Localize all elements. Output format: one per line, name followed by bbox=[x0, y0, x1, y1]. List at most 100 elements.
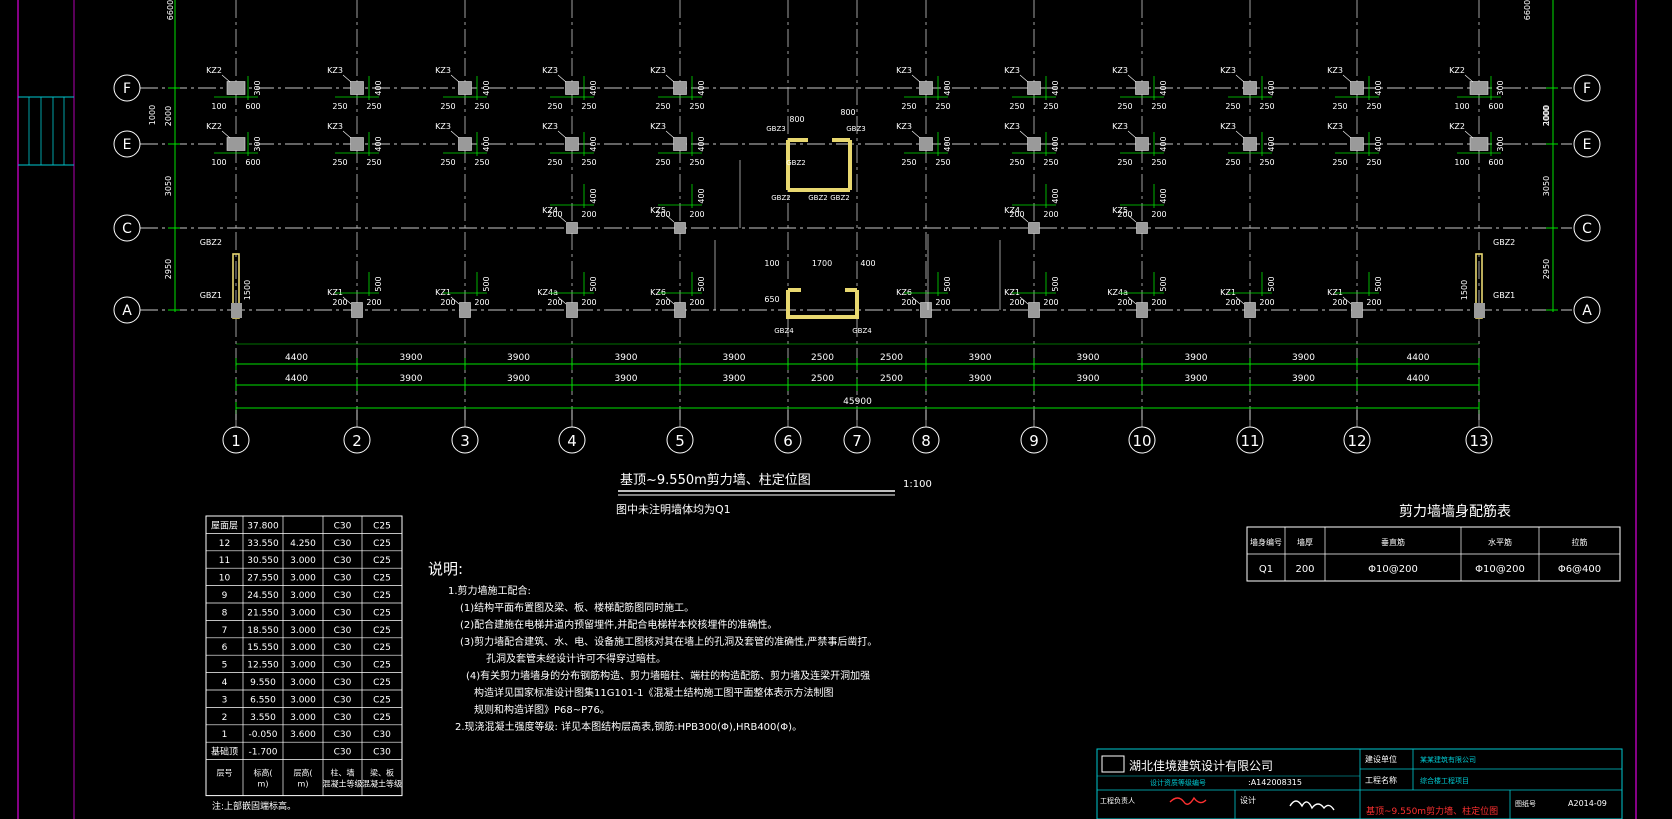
column-tag: KZ3 bbox=[327, 122, 343, 131]
column bbox=[1028, 222, 1040, 234]
dim-chain-text: 3900 bbox=[615, 353, 638, 363]
axis-bubble-x bbox=[343, 426, 371, 454]
dim-chain-text: 3900 bbox=[1185, 374, 1208, 384]
column bbox=[674, 302, 686, 318]
drawing-no: A2014-09 bbox=[1568, 799, 1607, 808]
column bbox=[226, 137, 246, 151]
column bbox=[1351, 302, 1363, 318]
floor-table-cell: C25 bbox=[373, 539, 391, 549]
floor-table-cell: C25 bbox=[373, 521, 391, 531]
floor-table-cell: C30 bbox=[334, 608, 352, 618]
floor-table-cell: 2 bbox=[222, 713, 228, 723]
dim-text: 250 bbox=[1009, 102, 1024, 111]
design-label: 设计 bbox=[1240, 795, 1256, 805]
dim-text: 250 bbox=[440, 102, 455, 111]
floor-table-cell: C25 bbox=[373, 678, 391, 688]
floor-table-cell: C25 bbox=[373, 608, 391, 618]
dim-chain-text: 3900 bbox=[723, 353, 746, 363]
dim-text: 250 bbox=[332, 102, 347, 111]
dim-text: 400 bbox=[374, 136, 383, 151]
wall-tag: GBZ3 bbox=[766, 125, 785, 133]
dim-text: 100 bbox=[211, 102, 226, 111]
floor-table-cell: 10 bbox=[219, 574, 231, 584]
dim-text: 250 bbox=[547, 102, 562, 111]
column-leader bbox=[450, 74, 460, 83]
column-leader bbox=[450, 296, 460, 305]
dim-text: 250 bbox=[1225, 102, 1240, 111]
column bbox=[1350, 81, 1364, 95]
dim-chain-text: 3900 bbox=[400, 374, 423, 384]
column-leader bbox=[342, 296, 352, 305]
column bbox=[1027, 137, 1041, 151]
axis-bubble-y bbox=[113, 296, 141, 324]
axis-bubble-x bbox=[1020, 426, 1048, 454]
cert-label: 设计资质等级编号 bbox=[1150, 778, 1206, 787]
dim-chain-text: 3900 bbox=[507, 353, 530, 363]
axis-bubble-x bbox=[1128, 426, 1156, 454]
column bbox=[565, 137, 579, 151]
dim-text: 600 bbox=[1488, 158, 1503, 167]
dim-text: 400 bbox=[1051, 136, 1060, 151]
axis-label-y: F bbox=[123, 81, 131, 97]
column-leader bbox=[911, 130, 921, 139]
floor-table-cell: 33.550 bbox=[247, 539, 279, 549]
column-tag: KZ3 bbox=[1220, 122, 1236, 131]
column-tag: KZ3 bbox=[1220, 66, 1236, 75]
column-leader bbox=[1019, 130, 1029, 139]
project-label: 工程名称 bbox=[1365, 775, 1397, 785]
dim-text: 250 bbox=[935, 102, 950, 111]
axis-bubble-x bbox=[1343, 426, 1371, 454]
axis-label-x: 2 bbox=[352, 432, 362, 450]
dim-chain-text: 3900 bbox=[507, 374, 530, 384]
dim-chain-text: 3900 bbox=[615, 374, 638, 384]
dim-text: 250 bbox=[366, 102, 381, 111]
column-leader bbox=[221, 74, 231, 83]
axis-bubble-y bbox=[1573, 214, 1601, 242]
dim-text: 400 bbox=[943, 136, 952, 151]
core-wall-upper bbox=[786, 138, 852, 192]
drawing-no-label: 图纸号 bbox=[1515, 799, 1536, 808]
column-leader bbox=[221, 130, 231, 139]
column bbox=[920, 302, 932, 318]
floor-table-cell: C30 bbox=[334, 626, 352, 636]
axis-label-x: 1 bbox=[231, 432, 241, 450]
dim-side-text: 2000 bbox=[1542, 106, 1551, 126]
signature-white bbox=[1289, 800, 1335, 811]
floor-table-cell: C25 bbox=[373, 695, 391, 705]
floor-table-cell: 5 bbox=[222, 661, 228, 671]
column-leader bbox=[665, 74, 675, 83]
floor-table-cell: 1 bbox=[222, 730, 228, 740]
wall-table-title: 剪力墙墙身配筋表 bbox=[1399, 503, 1511, 520]
column bbox=[919, 81, 933, 95]
dim-chain-text: 3900 bbox=[969, 353, 992, 363]
column-leader bbox=[1127, 214, 1137, 223]
floor-table-cell: C30 bbox=[334, 556, 352, 566]
notes-line: (3)剪力墙配合建筑、水、电、设备施工图核对其在墙上的孔洞及套管的准确性,严禁事… bbox=[460, 635, 877, 648]
column bbox=[1243, 137, 1257, 151]
dim-text: 500 bbox=[697, 276, 706, 291]
dim-text: 400 bbox=[374, 80, 383, 95]
floor-table-header: 柱、墙 bbox=[331, 768, 355, 778]
notes-line: 构造详见国家标准设计图集11G101-1《混凝土结构施工图平面整体表示方法制图 bbox=[474, 686, 834, 699]
dim-total-text: 45900 bbox=[843, 397, 872, 407]
axis-bubble-x bbox=[843, 426, 871, 454]
dim-text: 200 bbox=[440, 298, 455, 307]
dim-text: 800 bbox=[840, 108, 855, 117]
dim-text: 200 bbox=[1225, 298, 1240, 307]
floor-table-cell: 9.550 bbox=[250, 678, 276, 688]
floor-table-cell: 3.550 bbox=[250, 713, 276, 723]
axis-bubble-x bbox=[222, 426, 250, 454]
axis-label-x: 6 bbox=[783, 432, 793, 450]
dim-text: 600 bbox=[245, 102, 260, 111]
wall-table-header: 水平筋 bbox=[1488, 537, 1512, 547]
wall-table-header: 拉筋 bbox=[1572, 537, 1588, 547]
dim-text: 600 bbox=[1488, 102, 1503, 111]
axis-label-x: 8 bbox=[921, 432, 931, 450]
dim-text: 200 bbox=[1117, 298, 1132, 307]
column-leader bbox=[342, 74, 352, 83]
column-leader bbox=[1464, 74, 1474, 83]
dim-text: 300 bbox=[1496, 80, 1505, 95]
dim-chain-text: 3900 bbox=[969, 374, 992, 384]
